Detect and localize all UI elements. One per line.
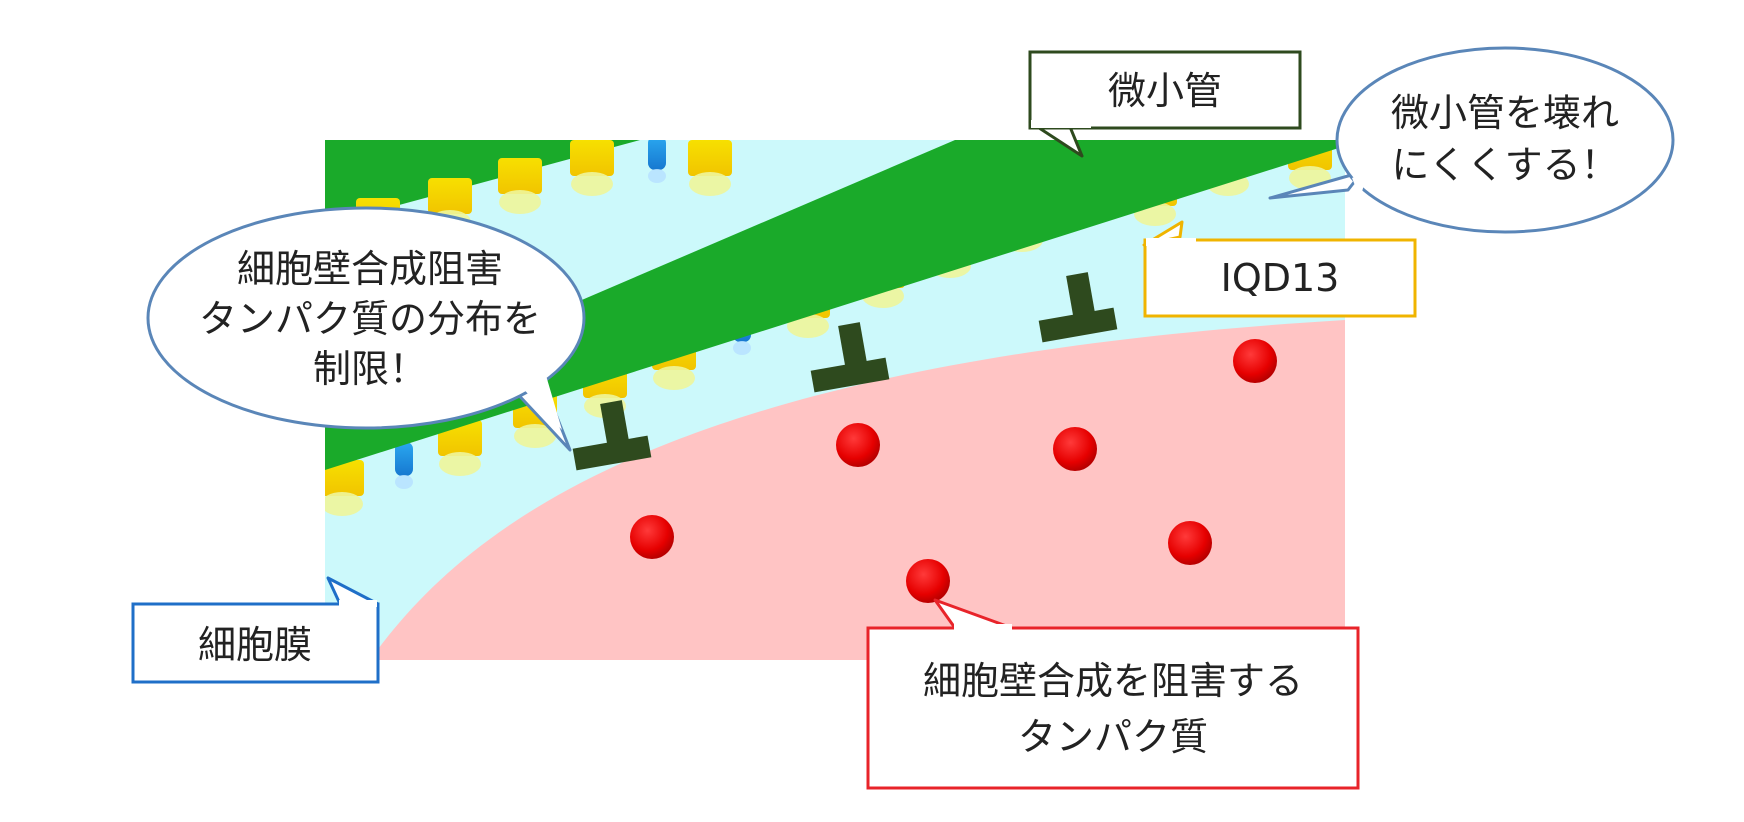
label-iqd13: IQD13 [1221,256,1340,300]
label-stabilize-line2: にくくする！ [1391,143,1618,187]
label-membrane: 細胞膜 [198,623,312,667]
red-dot-icon [836,423,880,467]
microtubule-upper [325,140,640,225]
red-dot-icon [1168,521,1212,565]
callout-membrane: 細胞膜 [131,576,380,684]
iqd13-protein [325,460,364,516]
callout-microtubule: 微小管 [1028,50,1302,158]
iqd13-protein [570,140,614,196]
label-microtubule: 微小管 [1108,69,1222,113]
membrane-region [370,320,1345,660]
label-restrict-line1: 細胞壁合成阻害 [237,247,503,291]
callout-inhibitor-protein: 細胞壁合成を阻害する タンパク質 [866,598,1360,790]
t-shaped-anchor-icon [810,322,890,393]
bubble-restrict: 細胞壁合成阻害 タンパク質の分布を 制限！ [146,206,586,452]
anchor-proteins [572,272,1118,471]
t-shaped-anchor-icon [1038,272,1118,343]
iqd13-protein [498,158,542,214]
label-stabilize-line1: 微小管を壊れ [1391,91,1619,135]
label-restrict-line3: 制限！ [313,347,427,391]
iqd13-protein [688,140,732,196]
bubble-stabilize: 微小管を壊れ にくくする！ [1268,46,1675,234]
red-dot-icon [906,559,950,603]
t-shaped-anchor-icon [572,400,652,471]
inhibitor-proteins [630,339,1277,603]
blue-protein [648,140,666,183]
red-dot-icon [1233,339,1277,383]
blue-protein [395,442,413,489]
microtubule-lower [325,140,1345,470]
red-dot-icon [630,515,674,559]
label-inhibitor-line2: タンパク質 [1018,715,1208,759]
label-restrict-line2: タンパク質の分布を [199,297,541,341]
callout-iqd13: IQD13 [1142,220,1417,318]
label-inhibitor-line1: 細胞壁合成を阻害する [923,659,1303,703]
red-dot-icon [1053,427,1097,471]
